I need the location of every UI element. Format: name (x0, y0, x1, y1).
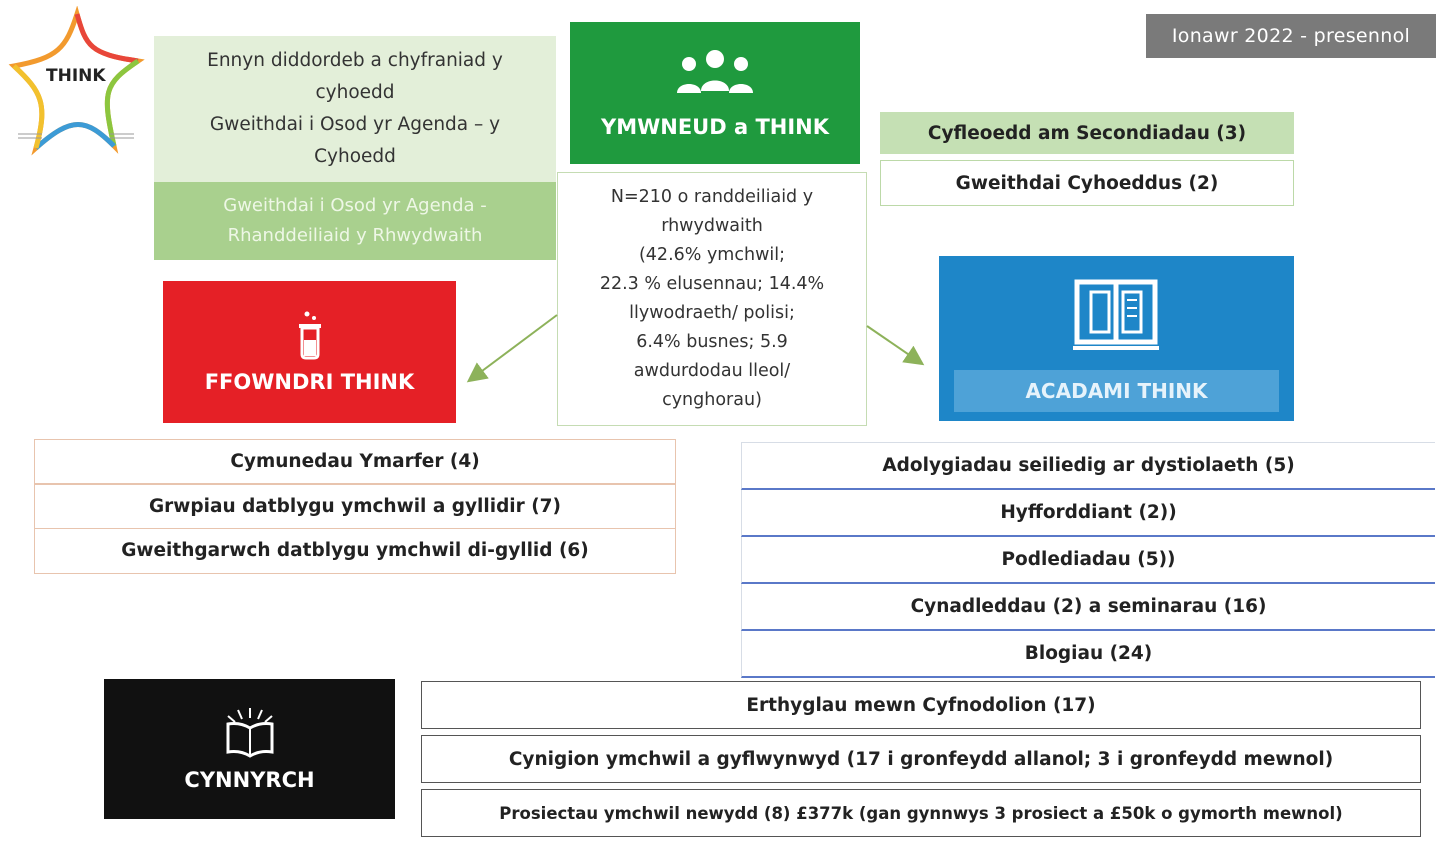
engagement-header: YMWNEUD a THINK (570, 22, 860, 164)
book-icon (1073, 279, 1159, 350)
academy-list: Adolygiadau seiliedig ar dystiolaeth (5)… (741, 442, 1435, 678)
foundry-item: Cymunedau Ymarfer (4) (34, 438, 676, 485)
public-line-1: Ennyn diddordeb a chyfraniad y (207, 50, 503, 71)
stakeholder-stats-box: N=210 o randdeiliaid y rhwydwaith (42.6%… (557, 172, 867, 426)
stats-line-4: 22.3 % elusennau; 14.4% (599, 274, 825, 294)
academy-item: Hyfforddiant (2)) (741, 490, 1435, 537)
stats-line-1: N=210 o randdeiliaid y (610, 187, 814, 207)
connector-arrows (466, 314, 925, 383)
academy-label: ACADAMI THINK (1025, 379, 1208, 403)
stats-line-2: rhwydwaith (661, 216, 763, 236)
public-workshops-box: Gweithdai Cyhoeddus (2) (880, 160, 1294, 206)
stats-line-7: awdurdodau lleol/ (633, 361, 791, 381)
public-line-4: Cyhoedd (314, 146, 396, 167)
stakeholder-line-1: Gweithdai i Osod yr Agenda - (223, 195, 487, 216)
public-line-3: Gweithdai i Osod yr Agenda – y (209, 114, 501, 135)
stakeholder-workshops-box: Gweithdai i Osod yr Agenda - Rhanddeilia… (154, 182, 556, 260)
public-line-2: cyhoedd (315, 82, 395, 103)
academy-label-bar: ACADAMI THINK (954, 370, 1279, 412)
logo-text: THINK (46, 66, 106, 86)
beaker-icon (298, 311, 321, 360)
output-item: Cynigion ymchwil a gyflwynwyd (17 i gron… (421, 735, 1421, 783)
stakeholder-line-2: Rhanddeiliaid y Rhwydwaith (227, 225, 483, 246)
academy-item: Podlediadau (5)) (741, 537, 1435, 584)
public-engagement-box: Ennyn diddordeb a chyfraniad y cyhoedd G… (154, 36, 556, 182)
date-badge: Ionawr 2022 - presennol (1146, 14, 1436, 58)
stats-line-3: (42.6% ymchwil; (638, 245, 786, 265)
think-logo: THINK (6, 5, 148, 158)
output-item: Prosiectau ymchwil newydd (8) £377k (gan… (421, 789, 1421, 837)
academy-item: Cynadleddau (2) a seminarau (16) (741, 584, 1435, 631)
date-badge-text: Ionawr 2022 - presennol (1171, 25, 1411, 47)
secondments-label: Cyfleoedd am Secondiadau (3) (927, 122, 1247, 144)
stats-line-8: cynghorau) (662, 390, 762, 410)
foundry-item: Gweithgarwch datblygu ymchwil di-gyllid … (34, 527, 676, 574)
foundry-list: Cymunedau Ymarfer (4) Grwpiau datblygu y… (34, 438, 676, 574)
output-item: Erthyglau mewn Cyfnodolion (17) (421, 681, 1421, 729)
academy-item: Blogiau (24) (741, 631, 1435, 678)
arrow-to-academy (866, 325, 925, 366)
think-star-icon (8, 5, 145, 156)
engagement-label: YMWNEUD a THINK (600, 115, 830, 139)
foundry-label: FFOWNDRI THINK (204, 370, 415, 394)
people-group-icon (677, 50, 753, 93)
secondments-box: Cyfleoedd am Secondiadau (3) (880, 112, 1294, 154)
academy-item: Adolygiadau seiliedig ar dystiolaeth (5) (741, 442, 1435, 490)
arrow-to-foundry (466, 314, 558, 383)
stats-line-6: 6.4% busnes; 5.9 (636, 332, 788, 352)
foundry-item: Grwpiau datblygu ymchwil a gyllidir (7) (34, 483, 676, 529)
outputs-header: CYNNYRCH (104, 679, 395, 819)
stats-line-5: llywodraeth/ polisi; (629, 303, 795, 323)
public-workshops-label: Gweithdai Cyhoeddus (2) (955, 172, 1219, 194)
foundry-header: FFOWNDRI THINK (163, 281, 456, 423)
open-book-sparkle-icon (226, 708, 273, 758)
outputs-label: CYNNYRCH (184, 768, 315, 792)
